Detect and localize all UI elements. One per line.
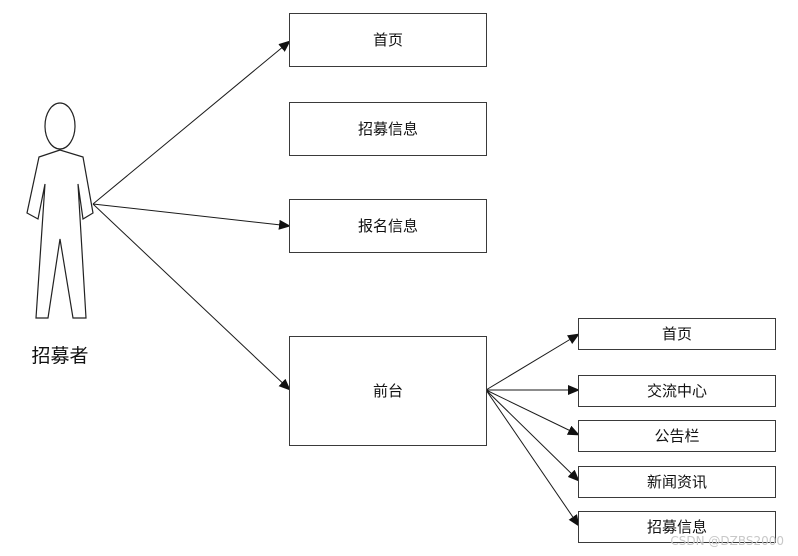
frontend-recruit-info-box: 招募信息	[578, 511, 776, 543]
connector-actor-frontend	[92, 203, 291, 391]
connector-frontend-news	[485, 389, 580, 482]
usecase-signup-info-label: 报名信息	[358, 217, 418, 235]
usecase-home-box: 首页	[289, 13, 487, 67]
frontend-bulletin-box: 公告栏	[578, 420, 776, 452]
frontend-home-box: 首页	[578, 318, 776, 350]
frontend-bulletin-label: 公告栏	[654, 427, 699, 445]
actor-label: 招募者	[31, 345, 88, 367]
frontend-news-label: 新闻资讯	[647, 473, 707, 491]
actor-head	[44, 102, 76, 150]
connector-frontend-recruit-info	[485, 389, 580, 527]
frontend-exchange-center-box: 交流中心	[578, 375, 776, 407]
usecase-frontend-label: 前台	[373, 382, 403, 400]
frontend-recruit-info-label: 招募信息	[647, 518, 707, 536]
actor-body	[26, 149, 94, 319]
usecase-recruit-info-box: 招募信息	[289, 102, 487, 156]
connector-actor-signup-info	[92, 203, 291, 230]
connector-frontend-bulletin	[485, 389, 580, 436]
watermark-text: CSDN @DZBS2000	[670, 534, 784, 548]
usecase-frontend-box: 前台	[289, 336, 487, 446]
connector-actor-home	[92, 40, 291, 205]
connector-frontend-home	[485, 333, 580, 391]
usecase-home-label: 首页	[373, 31, 403, 49]
actor-figure-icon	[26, 102, 94, 319]
frontend-home-label: 首页	[662, 325, 692, 343]
frontend-exchange-center-label: 交流中心	[647, 382, 707, 400]
usecase-recruit-info-label: 招募信息	[358, 120, 418, 138]
frontend-news-box: 新闻资讯	[578, 466, 776, 498]
usecase-signup-info-box: 报名信息	[289, 199, 487, 253]
